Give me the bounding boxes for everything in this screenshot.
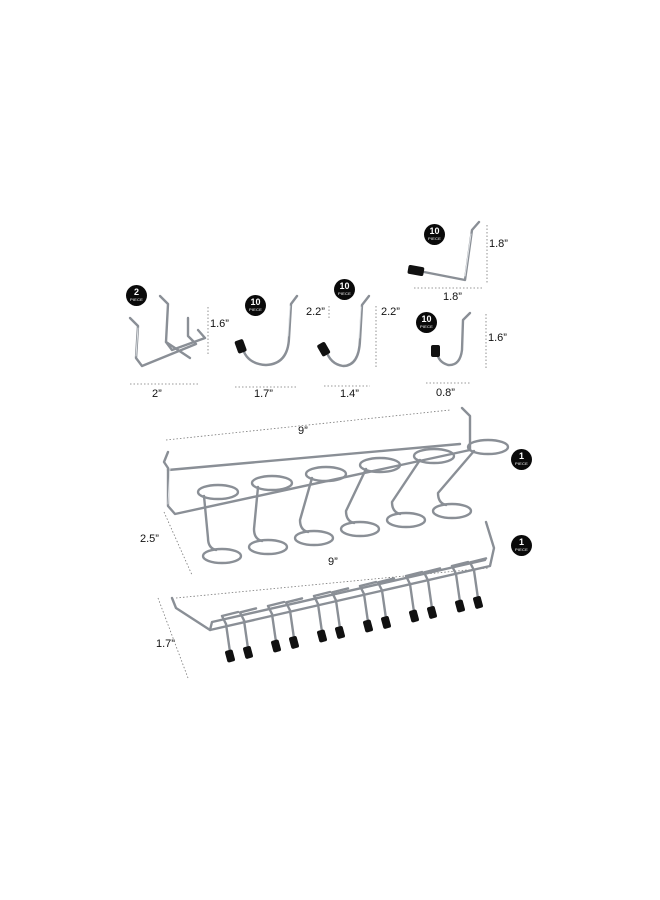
dim-label: 2.2”	[306, 306, 325, 318]
prong-tip	[225, 649, 235, 663]
prong-wire	[224, 622, 232, 654]
prong-loop	[422, 567, 442, 582]
prong-tip	[427, 606, 437, 619]
prong-loop	[266, 600, 286, 616]
dim-label: 1.8”	[489, 238, 508, 250]
rack-ring-top	[358, 456, 402, 474]
dim-label: 2.5”	[140, 533, 159, 545]
prong-loop	[404, 570, 424, 586]
prong-tip	[473, 596, 483, 609]
prong-wire	[454, 572, 462, 604]
prong-wire	[426, 579, 434, 610]
prong-loop	[238, 607, 258, 622]
dim-label: 1.6”	[210, 318, 229, 330]
prong-loop	[358, 580, 378, 596]
dim-label: 1.6”	[488, 332, 507, 344]
prong-wire	[380, 589, 388, 620]
rack-ring-stem	[436, 449, 476, 507]
rack-ring-top	[466, 438, 510, 456]
dim-label: 1.7”	[156, 638, 175, 650]
rack-ring-bottom	[431, 502, 473, 520]
rack-ring-stem	[202, 494, 218, 552]
curved-hook	[426, 311, 487, 384]
prong-tip	[455, 599, 465, 613]
prong-tip	[243, 646, 253, 659]
l-hook	[407, 220, 488, 289]
rack-ring-bottom	[293, 529, 335, 547]
rack-ring-top	[304, 465, 348, 483]
dim-label: 1.4”	[340, 388, 359, 400]
prong-rack	[157, 520, 496, 679]
prong-loop	[284, 597, 304, 612]
prong-loop	[312, 590, 332, 606]
dim-label: 0.8”	[436, 387, 455, 399]
prong-tip	[289, 636, 299, 649]
prong-loop	[450, 560, 470, 576]
dim-label: 1.8”	[443, 291, 462, 303]
rack-ring-bottom	[201, 547, 243, 565]
prong-wire	[316, 602, 324, 634]
dim-label: 1.7”	[254, 388, 273, 400]
dim-label: 2.2”	[381, 306, 400, 318]
prong-wire	[334, 599, 342, 630]
prong-loop	[220, 610, 240, 626]
rack-ring-bottom	[247, 538, 289, 556]
rack-ring-bottom	[385, 511, 427, 529]
prong-wire	[242, 619, 250, 650]
pegboard-loop-hook	[128, 294, 209, 385]
prong-tip	[335, 626, 345, 639]
prong-wire	[362, 592, 370, 624]
prong-tip	[381, 616, 391, 629]
rack-ring-bottom	[339, 520, 381, 538]
prong-loop	[330, 587, 350, 602]
ring-rack	[162, 406, 510, 576]
rack-ring-top	[412, 447, 456, 465]
prong-loop	[468, 557, 488, 572]
dim-label: 9”	[328, 556, 338, 568]
prong-wire	[472, 569, 480, 600]
prong-tip	[409, 609, 419, 623]
j-hook-small	[234, 294, 299, 388]
prong-loop	[376, 577, 396, 592]
prong-tip	[363, 619, 373, 633]
prong-tip	[271, 639, 281, 653]
dim-label: 9”	[298, 425, 308, 437]
rack-ring-top	[196, 483, 240, 501]
prong-wire	[270, 612, 278, 644]
prong-wire	[288, 609, 296, 640]
j-hook-tall	[317, 294, 377, 387]
prong-tip	[317, 629, 327, 643]
rack-ring-top	[250, 474, 294, 492]
prong-wire	[408, 582, 416, 614]
dim-label: 2”	[152, 388, 162, 400]
